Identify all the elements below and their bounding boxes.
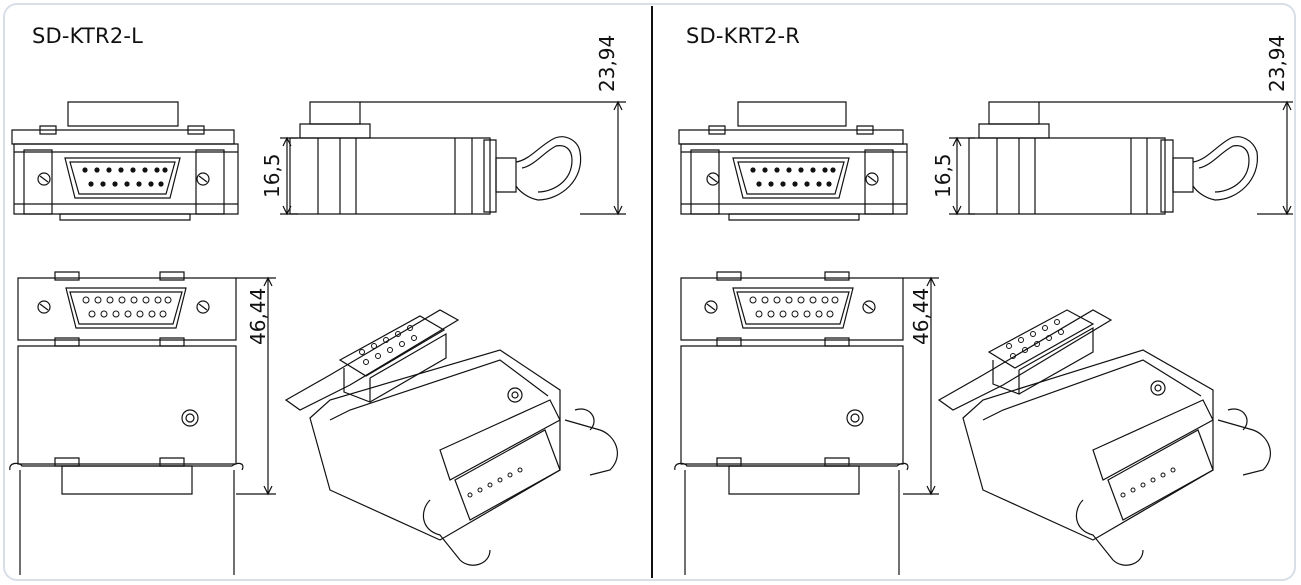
panel-divider bbox=[651, 6, 653, 578]
isometric-view bbox=[939, 310, 1270, 565]
panel-title: SD-KTR2-L bbox=[32, 24, 144, 48]
pin-grid bbox=[82, 167, 168, 187]
panel-sd-krt2-r: SD-KRT2-R 23,94 16,5 46,44 bbox=[653, 0, 1301, 585]
front-view bbox=[12, 102, 238, 220]
isometric-view bbox=[286, 310, 617, 565]
top-view bbox=[675, 272, 939, 575]
front-view bbox=[679, 102, 907, 220]
drawing-frame bbox=[3, 3, 1296, 581]
top-view bbox=[10, 272, 276, 575]
side-view bbox=[949, 102, 1293, 214]
technical-drawing bbox=[0, 0, 648, 585]
panel-sd-ktr2-l: SD-KTR2-L 23,94 16,5 46,44 bbox=[0, 0, 648, 585]
technical-drawing bbox=[653, 0, 1301, 585]
panel-title: SD-KRT2-R bbox=[686, 24, 801, 48]
side-view bbox=[280, 102, 626, 214]
